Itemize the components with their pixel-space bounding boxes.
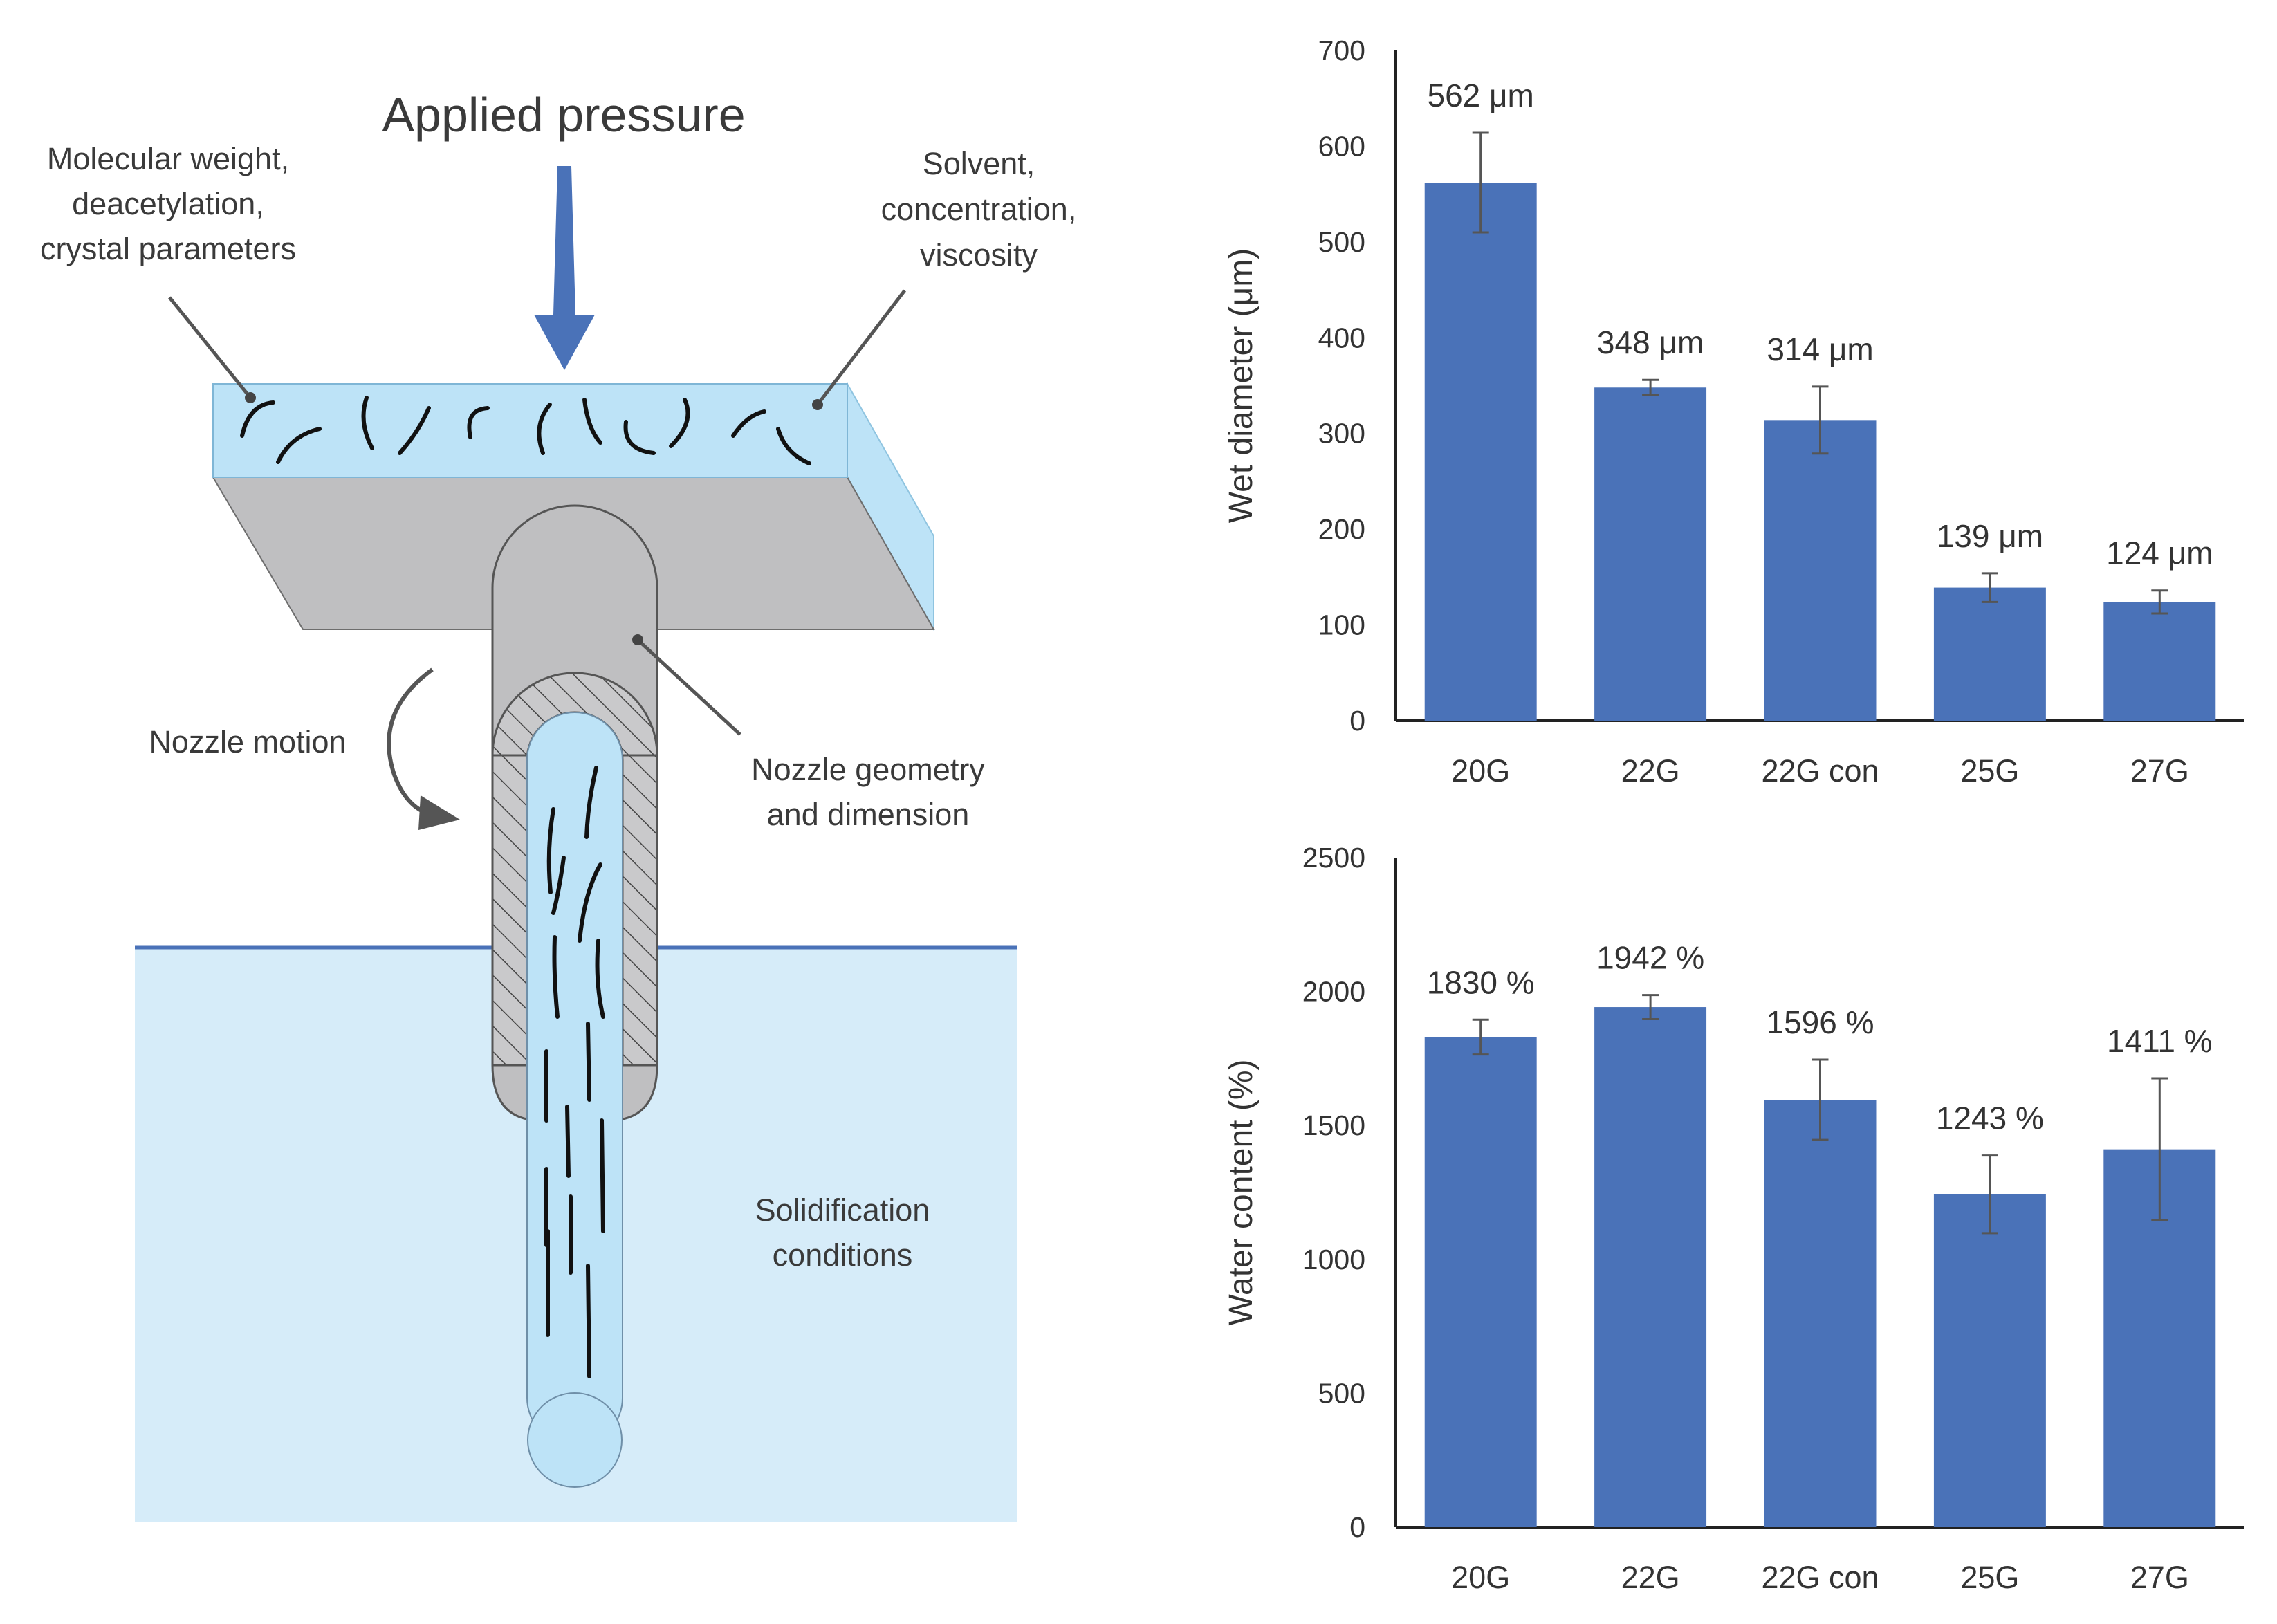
label-polymer-line1: Molecular weight, (47, 141, 289, 176)
data-label: 139 μm (1937, 518, 2043, 554)
diagram-title: Applied pressure (382, 88, 745, 142)
y-tick-label: 2500 (1302, 842, 1365, 874)
label-polymer-line2: deacetylation, (72, 186, 264, 221)
x-tick-label: 22G (1621, 1560, 1680, 1595)
y-tick-label: 1000 (1302, 1244, 1365, 1275)
filament-cross-section (527, 1392, 623, 1488)
y-tick-label: 700 (1318, 35, 1365, 66)
data-label: 348 μm (1597, 324, 1704, 360)
leader-lines (168, 289, 906, 736)
bar-22g (1594, 1007, 1707, 1527)
label-nozzle-geometry-line2: and dimension (767, 797, 970, 832)
x-tick-label: 25G (1960, 753, 2019, 788)
x-tick-label: 27G (2130, 753, 2189, 788)
data-label: 1411 % (2107, 1023, 2213, 1059)
y-tick-label: 100 (1318, 609, 1365, 641)
x-tick-label: 20G (1451, 1560, 1510, 1595)
bar-22g-con (1764, 1100, 1877, 1527)
extruded-filament (526, 712, 623, 1446)
bar-25g (1933, 1194, 2046, 1527)
y-tick-label: 600 (1318, 130, 1365, 162)
y-tick-label: 300 (1318, 418, 1365, 450)
label-polymer-line3: crystal parameters (40, 231, 296, 266)
pressure-arrow-icon (534, 166, 595, 370)
label-solidification-line2: conditions (773, 1237, 913, 1273)
bar-27g (2103, 602, 2216, 721)
nozzle-motion-arrow-icon (387, 667, 440, 818)
x-tick-label: 22G (1621, 753, 1680, 788)
data-label: 124 μm (2106, 535, 2213, 571)
y-tick-label: 1500 (1302, 1109, 1365, 1141)
bar-22g (1594, 387, 1707, 721)
data-label: 562 μm (1428, 77, 1534, 113)
label-nozzle-geometry-line1: Nozzle geometry (751, 752, 985, 787)
y-tick-label: 0 (1349, 705, 1365, 737)
polymer-chains-reservoir (240, 396, 811, 465)
label-solvent-line3: viscosity (920, 237, 1038, 273)
y-axis-title: Water content (%) (1223, 1059, 1260, 1325)
x-tick-label: 22G con (1761, 1560, 1879, 1595)
label-solvent-line2: concentration, (881, 192, 1077, 227)
y-axis-title: Wet diameter (μm) (1223, 248, 1260, 524)
x-tick-label: 22G con (1761, 753, 1879, 788)
y-tick-label: 500 (1318, 1377, 1365, 1409)
data-label: 1243 % (1936, 1100, 2044, 1136)
label-solvent-line1: Solvent, (923, 146, 1035, 181)
x-tick-label: 27G (2130, 1560, 2189, 1595)
bar-20g (1424, 1037, 1537, 1527)
polymer-chains-filament (544, 766, 605, 1378)
bar-25g (1933, 587, 2046, 721)
data-label: 1830 % (1427, 964, 1535, 1000)
data-label: 1942 % (1596, 940, 1704, 976)
y-tick-label: 200 (1318, 513, 1365, 545)
x-tick-label: 25G (1960, 1560, 2019, 1595)
x-tick-label: 20G (1451, 753, 1510, 788)
y-tick-label: 0 (1349, 1511, 1365, 1543)
bar-22g-con (1764, 420, 1877, 721)
label-nozzle-motion: Nozzle motion (149, 724, 346, 759)
label-solidification-line1: Solidification (755, 1192, 930, 1228)
bar-20g (1424, 183, 1537, 721)
y-tick-label: 2000 (1302, 976, 1365, 1008)
schematic-diagram: Applied pressure Molecular weight, deace… (40, 88, 1076, 1522)
y-tick-label: 400 (1318, 322, 1365, 353)
y-tick-label: 500 (1318, 226, 1365, 258)
data-label: 314 μm (1767, 331, 1873, 367)
data-label: 1596 % (1766, 1004, 1874, 1040)
